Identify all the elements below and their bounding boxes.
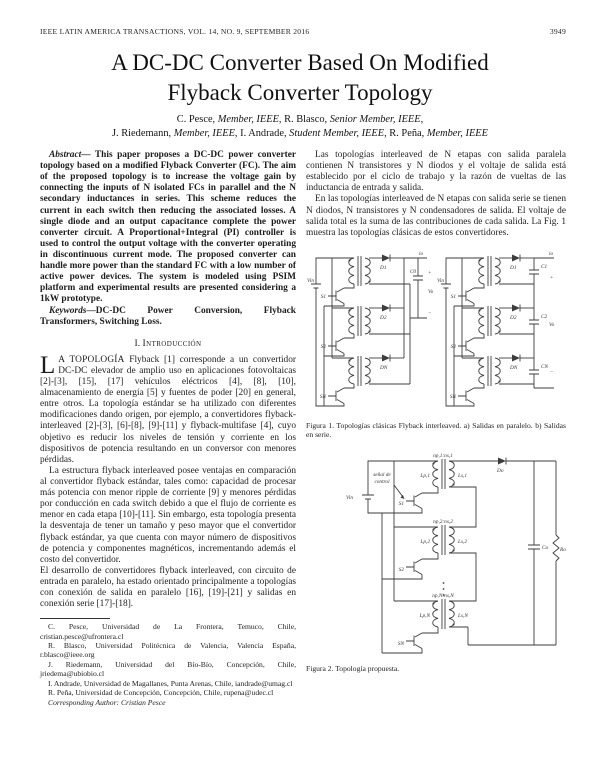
author-list: C. Pesce, Member, IEEE, R. Blasco, Senio…: [30, 113, 570, 140]
fig1a-label-d2: D2: [379, 315, 387, 321]
fig1a-label-s1: S1: [321, 294, 327, 300]
fig2-label-turns-ratio-n: np,N:ns,N: [432, 593, 454, 599]
figure-1: Vin S1 S2 SN D1 D2 DN C0 io + Vo −: [306, 248, 566, 440]
corresponding-author-note: Corresponding Author: Cristian Pesce: [48, 697, 166, 707]
fig1b-label-cn: CN: [541, 364, 549, 370]
footnote-rule: [40, 618, 110, 620]
authors-line2: J. Riedemann, Member, IEEE, I. Andrade, …: [111, 127, 488, 139]
fig1b-label-s1: S1: [451, 294, 457, 300]
fig2-label-s1: S1: [399, 501, 405, 507]
fig1-circuit-series: Vin S1 S2 SN D1 D2 DN C1 C2 CN io + Vo −: [437, 251, 555, 406]
footnote-affiliation: C. Pesce, Universidad de La Frontera, Te…: [40, 622, 296, 641]
fig1b-label-s2: S2: [451, 344, 457, 350]
paragraph-intro-3: El desarrollo de convertidores flyback i…: [40, 565, 296, 610]
paragraph-intro-2: La estructura flyback interleaved posee …: [40, 465, 296, 565]
fig1b-label-vin: Vin: [437, 278, 444, 284]
keywords-label: Keywords: [49, 305, 87, 316]
fig2-label-control-line1: señal de: [373, 472, 391, 478]
footnote-block: C. Pesce, Universidad de La Frontera, Te…: [40, 622, 296, 707]
fig2-label-sn: SN: [398, 641, 405, 647]
footnote-affiliation: R. Peña, Universidad de Concepción, Conc…: [48, 688, 274, 698]
fig1a-label-minus: −: [428, 310, 432, 316]
figure-2: Vin señal de control S1 S2 SN np,1:ns,1 …: [306, 449, 566, 674]
authors-line1: C. Pesce, Member, IEEE, R. Blasco, Senio…: [176, 114, 424, 125]
fig2-label-lp2: Lp,2: [419, 539, 430, 545]
keywords: Keywords—DC-DC Power Conversion, Flyback…: [40, 305, 296, 327]
fig2-label-ls2: Ls,2: [457, 539, 467, 545]
fig2-label-lpn: Lp,N: [419, 613, 431, 619]
fig2-label-co: Co: [542, 545, 549, 551]
right-column: Las topologías interleaved de N etapas c…: [306, 150, 566, 674]
fig1a-label-sn: SN: [320, 394, 327, 400]
footnote-affiliation: R. Blasco, Universidad Politécnica de Va…: [40, 641, 296, 660]
fig1a-label-io: io: [419, 251, 423, 257]
page-number: 3949: [549, 27, 566, 36]
fig1a-label-d1: D1: [379, 265, 387, 271]
fig2-label-turns-ratio-2: np,2:ns,2: [433, 519, 453, 525]
fig2-label-ro: Ro: [559, 547, 566, 553]
footnote-affiliation: I. Andrade, Universidad de Magallanes, P…: [48, 678, 293, 688]
abstract-label: Abstract—: [49, 150, 91, 160]
page-header: IEEE LATIN AMERICA TRANSACTIONS, VOL. 14…: [40, 27, 566, 36]
fig1a-label-plus: +: [428, 270, 432, 276]
fig2-label-s2: S2: [399, 567, 405, 573]
fig1b-label-d1: D1: [509, 265, 517, 271]
figure-2-caption: Figura 2. Topología propuesta.: [306, 664, 400, 673]
fig1a-label-vin: Vin: [307, 278, 314, 284]
fig1b-label-c2: C2: [541, 314, 548, 320]
fig1b-label-plus: +: [550, 275, 554, 281]
fig1b-label-io: io: [549, 251, 553, 257]
journal-title: IEEE LATIN AMERICA TRANSACTIONS, VOL. 14…: [40, 27, 310, 36]
paragraph-right-2: En las topologías interleaved de N etapa…: [306, 194, 566, 238]
fig2-label-lp1: Lp,1: [419, 473, 430, 479]
fig2-label-vin: Vin: [346, 495, 353, 501]
fig2-label-turns-ratio-1: np,1:ns,1: [433, 453, 453, 459]
abstract: Abstract— This paper proposes a DC-DC po…: [40, 150, 297, 305]
fig1b-label-minus: −: [550, 369, 554, 375]
footnote-affiliation: J. Riedemann, Universidad del Bío-Bío, C…: [40, 659, 296, 679]
figure-1-caption: Figura 1. Topologías clásicas Flyback in…: [306, 420, 566, 440]
fig1b-label-d2: D2: [509, 315, 517, 321]
fig2-label-control-line2: control: [374, 479, 390, 485]
paper-title-line2: Flyback Converter Topology: [167, 80, 433, 106]
paper-title-line1: A DC-DC Converter Based On Modified: [111, 50, 489, 75]
fig2-label-do: Do: [496, 468, 504, 474]
fig1-circuit-parallel: Vin S1 S2 SN D1 D2 DN C0 io + Vo −: [307, 251, 434, 406]
fig1b-label-dn: DN: [509, 365, 518, 371]
fig1a-label-c0: C0: [410, 269, 417, 275]
fig1b-label-vo: Vo: [549, 322, 555, 328]
fig2-label-lsn: Ls,N: [457, 613, 468, 619]
paragraph-right-1: Las topologías interleaved de N etapas c…: [306, 150, 566, 194]
paper-title: A DC-DC Converter Based On Modified Flyb…: [55, 48, 545, 109]
fig1a-label-s2: S2: [321, 344, 327, 350]
fig2-label-ls1: Ls,1: [457, 473, 467, 479]
fig1a-label-dn: DN: [379, 365, 388, 371]
fig1a-label-vo: Vo: [428, 289, 434, 295]
left-column: Abstract— This paper proposes a DC-DC po…: [40, 150, 296, 707]
drop-cap: L: [40, 351, 56, 379]
fig1b-label-c1: C1: [541, 264, 548, 270]
figure-1-schematic: Vin S1 S2 SN D1 D2 DN C0 io + Vo −: [307, 251, 555, 418]
fig1b-label-sn: SN: [450, 394, 457, 400]
section-heading-introduction: I. Introducción: [134, 337, 202, 349]
figure-2-schematic: Vin señal de control S1 S2 SN np,1:ns,1 …: [346, 453, 566, 654]
